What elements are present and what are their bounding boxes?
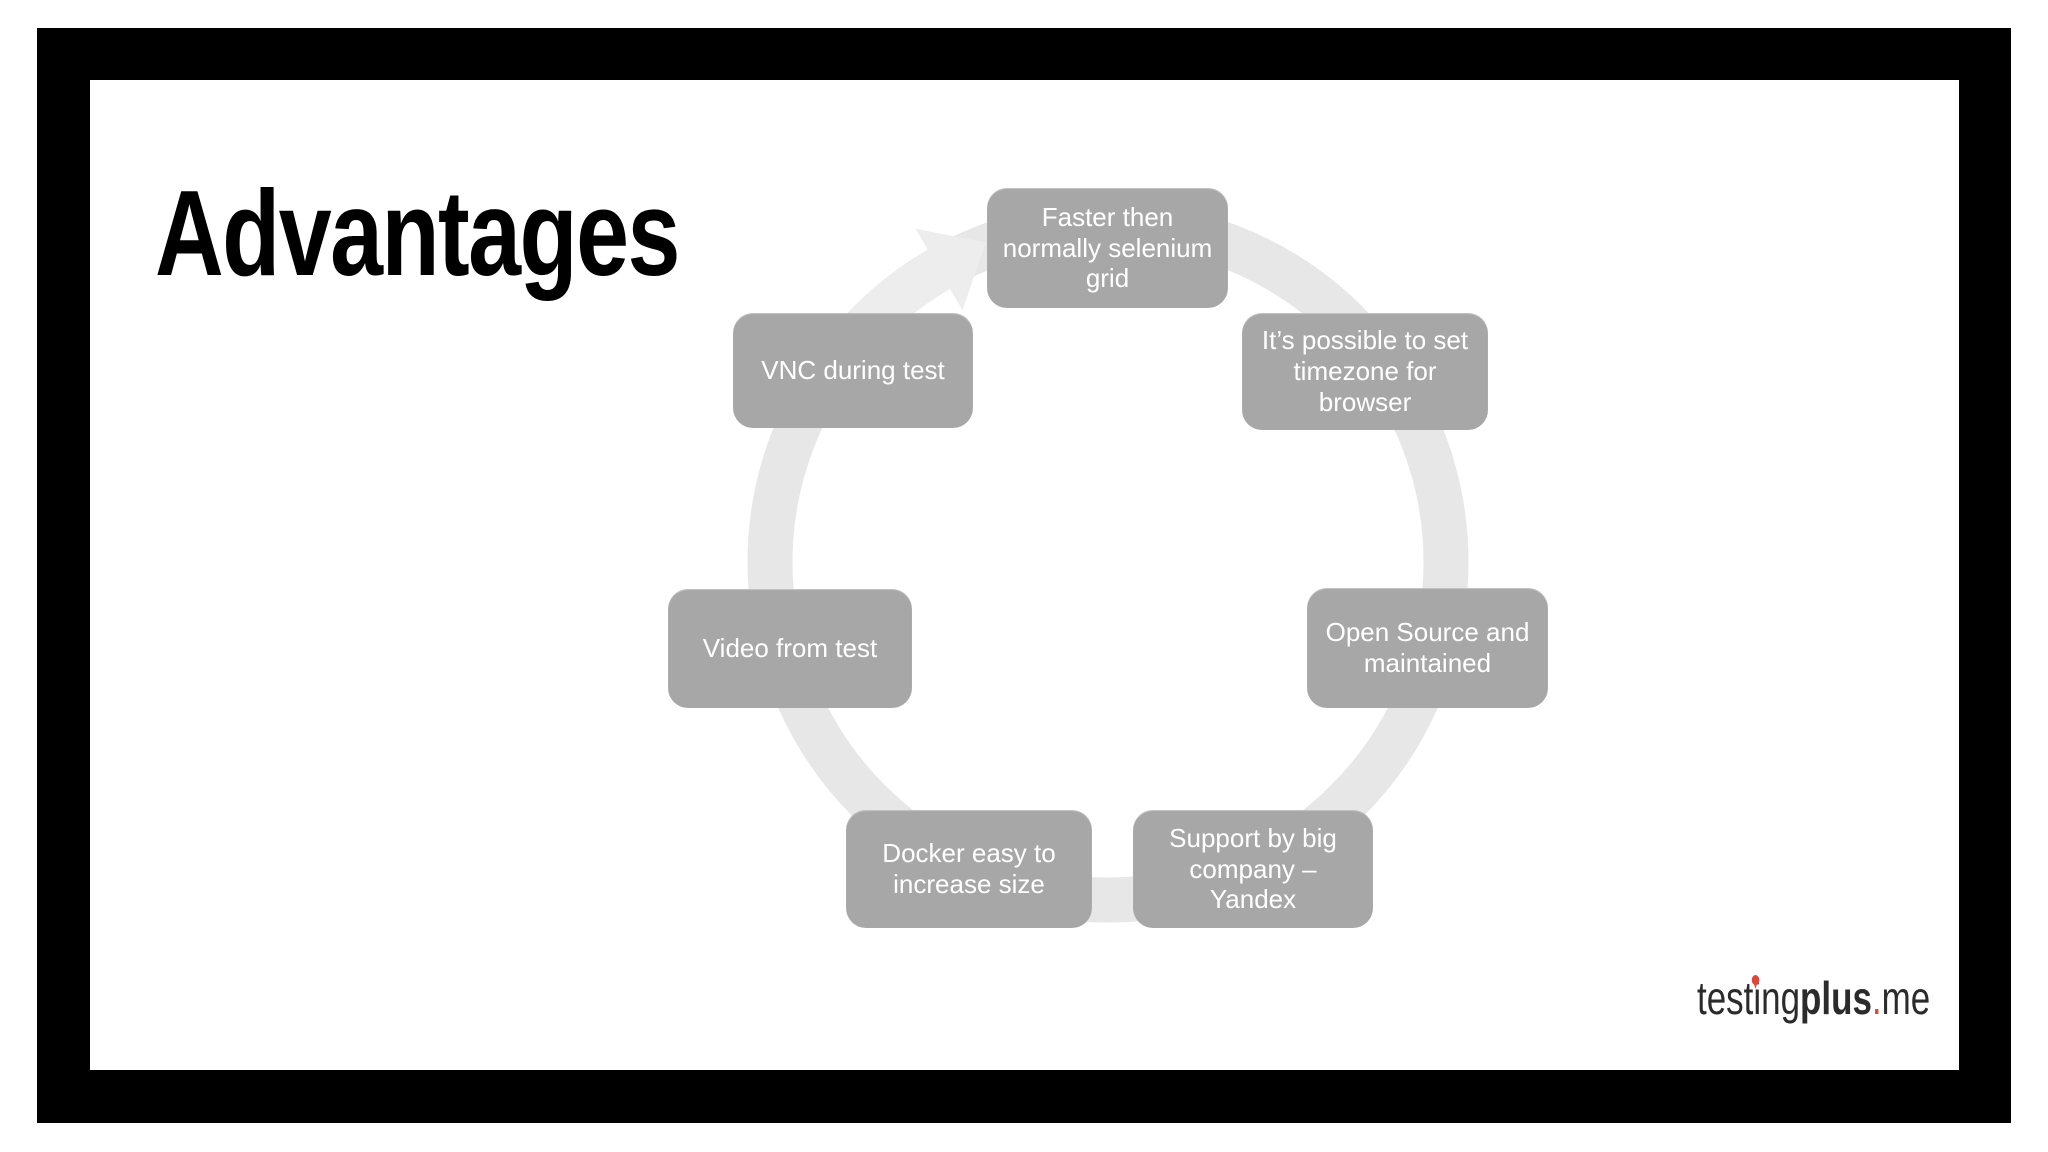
logo-dot: . [1871,972,1882,1024]
cycle-node-label: Video from test [702,633,878,664]
logo-word-plus: plus [1800,972,1872,1024]
cycle-node-support: Support by big company – Yandex [1133,810,1373,928]
cycle-node-label: Faster then normally selenium grid [1002,201,1213,294]
cycle-node-label: It’s possible to set timezone for browse… [1261,325,1469,417]
cycle-node-label: VNC during test [761,355,945,386]
cycle-node-docker: Docker easy to increase size [846,810,1092,928]
cycle-node-timezone: It’s possible to set timezone for browse… [1242,313,1488,430]
logo-word-ing: ing [1751,972,1801,1024]
cycle-node-vnc: VNC during test [733,313,973,428]
logo-word-test: test [1697,972,1754,1024]
cycle-node-video: Video from test [668,589,912,708]
cycle-node-open-source: Open Source and maintained [1307,588,1548,708]
cycle-node-label: Docker easy to increase size [882,838,1056,899]
cycle-node-label: Open Source and maintained [1325,617,1530,678]
cycle-node-label: Support by big company – Yandex [1169,822,1337,915]
cycle-node-faster: Faster then normally selenium grid [987,188,1228,308]
logo-tld: me [1881,972,1931,1024]
slide-title: Advantages [155,165,680,301]
location-pin-icon [1751,975,1760,989]
